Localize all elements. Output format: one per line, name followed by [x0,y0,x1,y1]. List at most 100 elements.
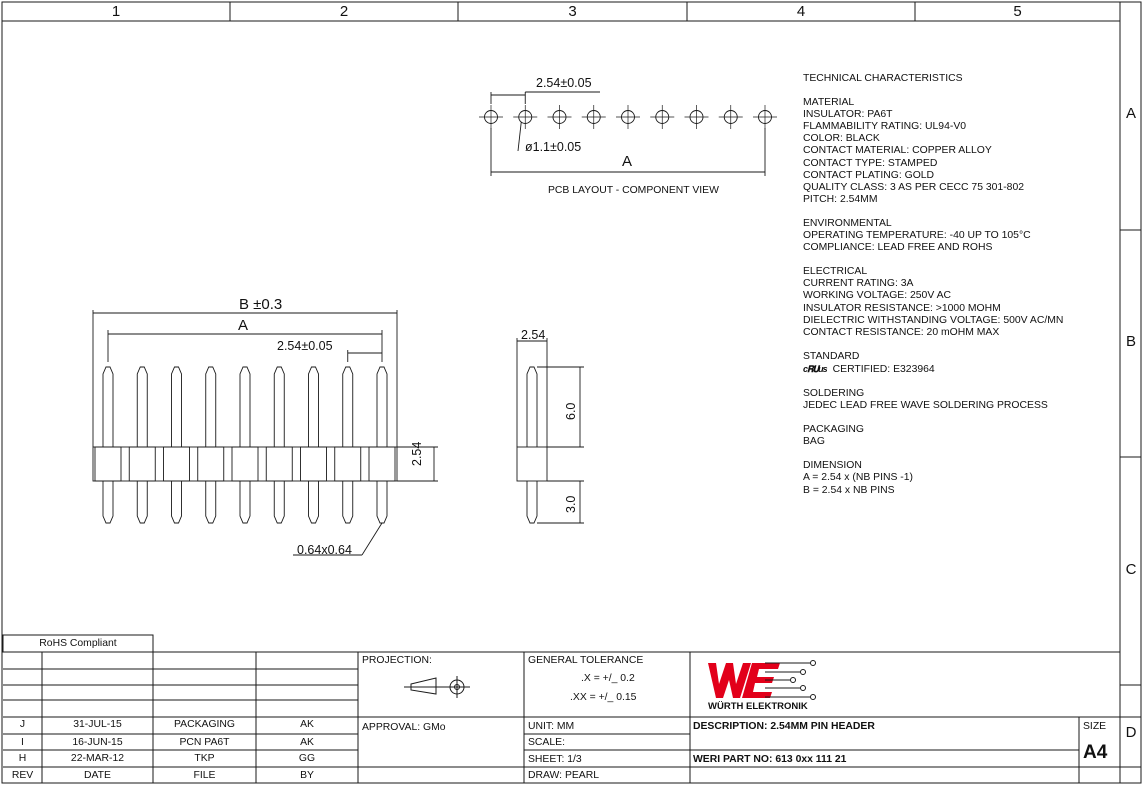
front-pin-lower [273,481,285,524]
zone-row-c: C [1125,561,1137,578]
tech-heading: TECHNICAL CHARACTERISTICS [803,73,963,84]
tech-material-line-4: CONTACT MATERIAL: COPPER ALLOY [803,145,992,157]
front-body-segment [265,446,293,482]
side-view [516,338,584,524]
unit-label: UNIT: MM [528,721,575,732]
description-label: DESCRIPTION: 2.54MM PIN HEADER [693,721,875,732]
sheet-label: SHEET: 1/3 [528,754,582,765]
front-pin-upper [376,366,388,447]
pcb-dim-a-label: A [622,153,633,170]
we-logo-node [790,677,796,683]
tech-dimension-line-1: A = 2.54 x (NB PINS -1) [803,472,914,484]
tech-material-line-8: PITCH: 2.54MM [803,193,878,205]
rev-row-1-rev: J [19,719,26,730]
tech-electrical-line-0: ELECTRICAL [803,266,868,278]
zone-row-b: B [1125,333,1136,350]
we-logo-w-icon [708,663,751,698]
front-pin-upper [239,366,251,447]
front-pin-lower [136,481,148,524]
tech-material-line-0: MATERIAL [803,97,855,109]
file-header: FILE [193,770,216,781]
tech-standard-cert: CERTIFIED: E323964 [832,363,935,375]
front-pin-upper [273,366,285,447]
front-b-dim-label: B ±0.3 [239,296,283,313]
tech-material-line-2: FLAMMABILITY RATING: UL94-V0 [803,121,967,133]
tech-environmental-line-0: ENVIRONMENTAL [803,217,892,229]
side-pin-upper [526,366,538,447]
side-body [516,446,548,482]
pcb-pitch-label: 2.54±0.05 [536,76,592,90]
tech-packaging-line-0: PACKAGING [803,424,865,436]
side-upper-label: 6.0 [564,402,578,420]
tech-material-line-7: QUALITY CLASS: 3 AS PER CECC 75 301-802 [803,181,1025,193]
title-block-grid [2,634,1141,783]
size-value: A4 [1083,742,1108,763]
tech-material-line-3: COLOR: BLACK [803,133,880,145]
tech-material-line-6: CONTACT PLATING: GOLD [803,169,935,181]
rev-row-3-by: GG [298,753,316,764]
logo-text: WÜRTH ELEKTRONIK [708,701,808,712]
side-lower-label: 3.0 [564,495,578,513]
front-height-label: 2.54 [410,441,424,466]
front-pin-upper [102,366,114,447]
rev-row-2-file: PCN PA6T [179,737,230,748]
we-logo [708,660,816,700]
tech-electrical-line-1: CURRENT RATING: 3A [803,278,914,290]
front-pin-lower [308,481,319,524]
tech-soldering-line-0: SOLDERING [803,387,865,399]
rev-row-3-rev: H [18,753,27,764]
front-body-segment [334,446,362,482]
rohs-compliant-label: RoHS Compliant [39,638,117,649]
front-pin-lower [171,481,182,524]
front-pin-upper [205,366,217,447]
tech-standard-title: STANDARD [803,350,860,362]
front-pin-lower [102,481,114,524]
zone-row-a: A [1125,105,1136,122]
pcb-hole-leader [517,121,522,152]
pcb-caption: PCB LAYOUT - COMPONENT VIEW [548,185,719,196]
front-body-segment [163,446,190,482]
date-header: DATE [84,770,111,781]
front-pin-upper [308,366,319,447]
front-a-dim-label: A [238,317,249,334]
front-view [92,310,438,556]
zone-col-2: 2 [339,3,349,20]
front-body-segment [368,446,396,482]
rev-row-3-file: TKP [194,753,215,764]
front-body-segment [128,446,156,482]
front-body-segment [94,446,122,482]
we-logo-node [810,660,816,666]
we-logo-node [800,669,806,675]
tech-dimension-line-2: B = 2.54 x NB PINS [803,484,895,496]
front-pin-label: 0.64x0.64 [297,543,352,557]
tech-environmental-line-2: COMPLIANCE: LEAD FREE AND ROHS [803,242,993,254]
tech-material-line-5: CONTACT TYPE: STAMPED [803,157,938,169]
part-number-label: WERI PART NO: 613 0xx 111 21 [693,754,847,765]
pcb-hole-label: ø1.1±0.05 [525,140,582,154]
tech-environmental-line-1: OPERATING TEMPERATURE: -40 UP TO 105°C [803,230,1031,242]
front-pin-upper [342,366,354,447]
front-pin-lower [239,481,251,524]
front-pin-lower [342,481,354,524]
rev-row-1-file: PACKAGING [173,719,235,730]
general-tolerance-label: GENERAL TOLERANCE [528,655,644,666]
projection-label: PROJECTION: [362,655,432,666]
tech-dimension-line-0: DIMENSION [803,460,862,472]
approval-label: APPROVAL: GMo [362,722,446,733]
side-pin-lower [526,481,538,524]
tech-packaging-line-1: BAG [803,436,825,448]
front-pin-lower [376,481,388,524]
front-pin-leader [361,522,383,556]
we-logo-node [800,685,806,691]
tech-soldering-line-1: JEDEC LEAD FREE WAVE SOLDERING PROCESS [803,400,1048,412]
size-label: SIZE [1083,721,1107,732]
